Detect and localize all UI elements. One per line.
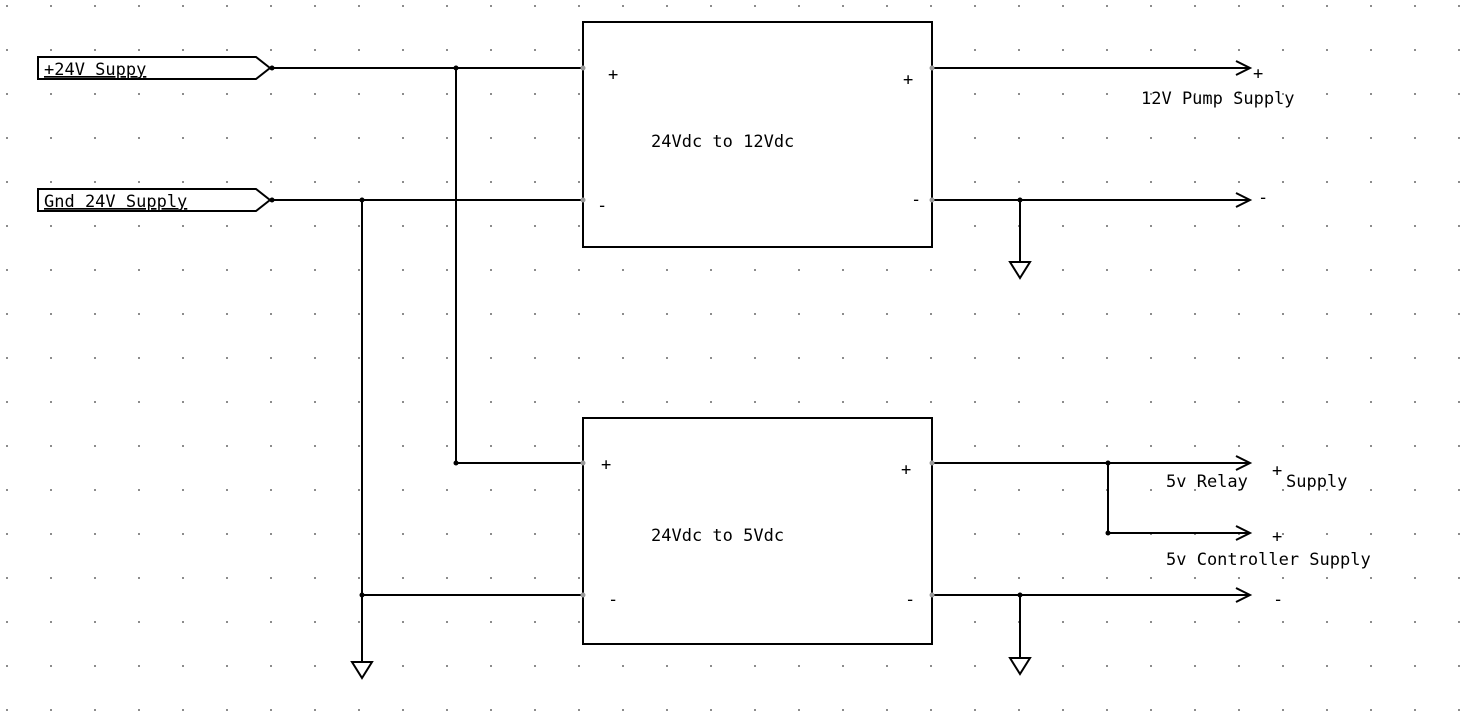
pin-12v-out-minus — [929, 197, 935, 203]
port-24v-supply[interactable]: +24V Suppy — [37, 56, 272, 80]
pin-12v-in-plus — [580, 65, 586, 71]
port-24v-supply-label: +24V Suppy — [44, 60, 146, 80]
converter-12v-body — [582, 21, 933, 248]
converter-24v-to-12v[interactable]: 24Vdc to 12Vdc + - + - — [580, 21, 935, 248]
junction-24v-corner — [453, 460, 459, 466]
pin-5v-out-minus — [929, 592, 935, 598]
pump-supply-label: 12V Pump Supply — [1141, 89, 1295, 109]
pin-5v-in-minus — [580, 592, 586, 598]
pin-12v-in-minus — [580, 197, 586, 203]
junction-24v — [453, 65, 459, 71]
relay-plus-sign: + — [1272, 461, 1282, 481]
converter-12v-in-plus: + — [608, 65, 618, 85]
junction-gnd — [359, 197, 365, 203]
pump-minus-sign: - — [1258, 188, 1268, 208]
arrow-5v-controller — [1235, 525, 1253, 541]
relay-supply-label-suffix: Supply — [1286, 472, 1347, 492]
arrow-12v-minus — [1235, 192, 1253, 208]
output-labels: + 12V Pump Supply - + 5v Relay Supply + … — [1141, 64, 1371, 610]
converter-5v-body — [582, 417, 933, 645]
output-arrows — [1235, 60, 1253, 603]
converter-12v-out-minus: - — [911, 190, 921, 210]
junction-5v-corner — [1105, 530, 1111, 536]
pin-5v-in-plus — [580, 460, 586, 466]
arrow-5v-relay — [1235, 455, 1253, 471]
converter-5v-label: 24Vdc to 5Vdc — [651, 526, 784, 546]
junction-12v-gnd — [1017, 197, 1023, 203]
converter-5v-out-minus: - — [905, 590, 915, 610]
junctions — [269, 65, 1111, 598]
converter-5v-in-minus: - — [608, 590, 618, 610]
converter-12v-out-plus: + — [903, 70, 913, 90]
wires — [272, 67, 1250, 662]
port-24v-end — [269, 65, 275, 71]
bottom-minus-sign: - — [1273, 590, 1283, 610]
port-gnd-24v-supply[interactable]: Gnd 24V Supply — [37, 188, 272, 212]
converter-5v-out-plus: + — [901, 460, 911, 480]
junction-gnd-corner — [359, 592, 365, 598]
port-gnd-end — [269, 197, 275, 203]
ground-symbol-12v — [1008, 261, 1032, 280]
relay-supply-label: 5v Relay — [1166, 472, 1248, 492]
controller-plus-sign: + — [1272, 527, 1282, 547]
port-gnd-24v-supply-label: Gnd 24V Supply — [44, 192, 187, 212]
junction-5v-gnd — [1017, 592, 1023, 598]
ground-symbol-input — [350, 661, 374, 680]
converter-5v-in-plus: + — [601, 455, 611, 475]
converter-24v-to-5v[interactable]: 24Vdc to 5Vdc + - + - — [580, 417, 935, 645]
converter-12v-in-minus: - — [597, 196, 607, 216]
controller-supply-label: 5v Controller Supply — [1166, 550, 1371, 570]
junction-5v-branch — [1105, 460, 1111, 466]
converter-12v-label: 24Vdc to 12Vdc — [651, 132, 794, 152]
pin-12v-out-plus — [929, 65, 935, 71]
arrow-12v-plus — [1235, 60, 1253, 76]
pump-plus-sign: + — [1253, 64, 1263, 84]
ground-symbol-5v — [1008, 657, 1032, 676]
pin-5v-out-plus — [929, 460, 935, 466]
arrow-5v-minus — [1235, 587, 1253, 603]
